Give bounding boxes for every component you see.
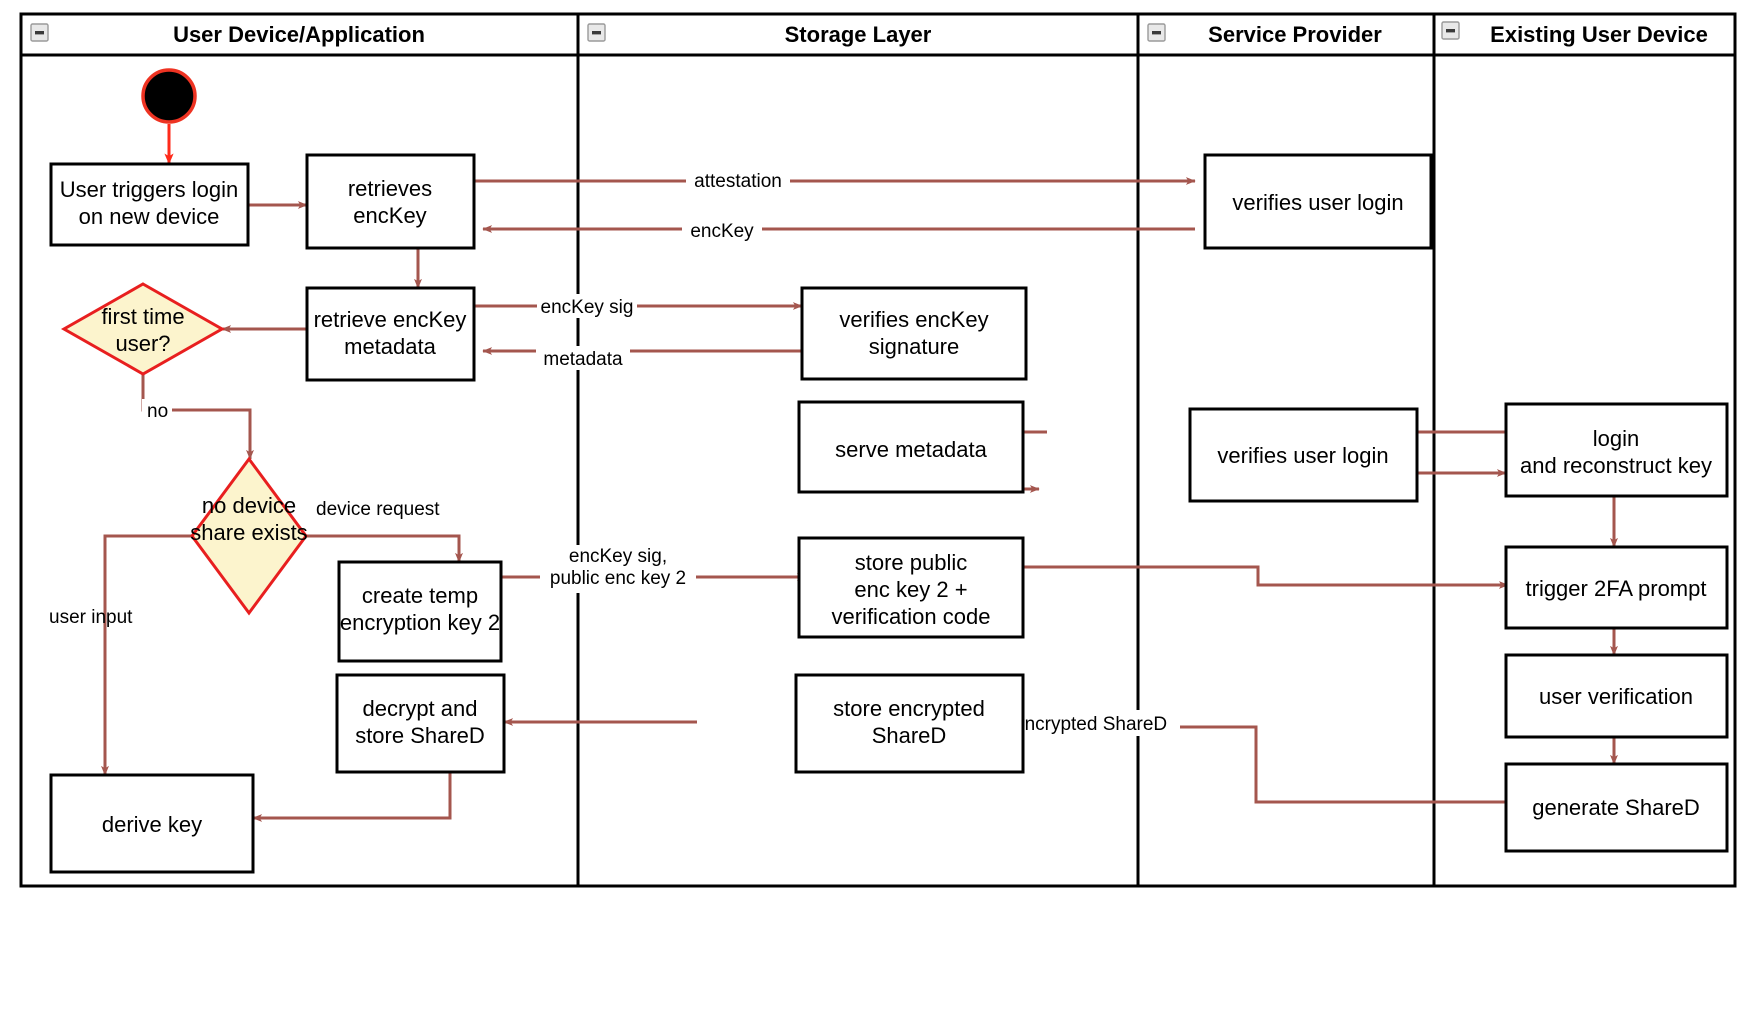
edge-store-to-2fa: [899, 565, 1509, 589]
edge-label-metadata: metadata: [543, 349, 623, 370]
node-label-line: derive key: [102, 812, 202, 837]
node-label-line: on new device: [79, 204, 220, 229]
node-verifies-enckey-signature[interactable]: verifies encKey signature: [800, 286, 1028, 381]
lane-header-service-provider[interactable]: Service Provider: [1147, 22, 1382, 47]
node-label-line: verifies user login: [1232, 190, 1403, 215]
node-label-line: User triggers login: [60, 177, 239, 202]
lane-header-user-device[interactable]: User Device/Application: [30, 22, 425, 47]
node-generate-shared[interactable]: generate ShareD: [1504, 762, 1729, 853]
node-label-line: metadata: [344, 334, 436, 359]
node-label-line: enc key 2 +: [854, 577, 967, 602]
node-label-line: and reconstruct key: [1520, 453, 1712, 478]
node-label-line: ShareD: [872, 723, 947, 748]
node-label-line: encKey: [353, 203, 426, 228]
node-login-and-reconstruct-key[interactable]: login and reconstruct key: [1504, 402, 1729, 498]
node-label-line: store encrypted: [833, 696, 985, 721]
node-trigger-2fa-prompt[interactable]: trigger 2FA prompt: [1504, 545, 1729, 630]
node-label-line: store ShareD: [355, 723, 485, 748]
node-label-line: serve metadata: [835, 437, 987, 462]
edge-label-enckey-sig-public-2: public enc key 2: [550, 568, 686, 589]
node-label-line: store public: [855, 550, 968, 575]
node-label-line: decrypt and: [363, 696, 478, 721]
node-store-public-enc-key-2[interactable]: store public enc key 2 + verification co…: [797, 536, 1025, 639]
node-label-line: no device: [202, 493, 296, 518]
edge-label-attestation: attestation: [694, 171, 782, 192]
node-user-verification[interactable]: user verification: [1504, 653, 1729, 739]
node-label-line: verifies encKey: [839, 307, 988, 332]
edge-label-enckey-sig-public-1: encKey sig,: [569, 546, 667, 567]
node-no-device-share-exists-decision[interactable]: no device share exists: [190, 456, 308, 616]
node-label-line: share exists: [190, 520, 307, 545]
edge-label-group: attestation encKey encKey sig metadata n…: [49, 168, 1180, 736]
collapse-icon[interactable]: [30, 23, 49, 42]
node-label-line: user?: [115, 331, 170, 356]
edge-no-branch: [141, 374, 254, 460]
node-first-time-user-decision[interactable]: first time user?: [60, 282, 226, 376]
node-verifies-user-login-2[interactable]: verifies user login: [1188, 407, 1419, 503]
collapse-icon[interactable]: [587, 23, 606, 42]
collapse-icon[interactable]: [1441, 21, 1460, 40]
edge-decrypt-to-derive: [252, 772, 452, 822]
edge-user-input: [101, 534, 192, 776]
node-label-line: verification code: [832, 604, 991, 629]
edge-label-enckey-sig: encKey sig: [541, 297, 634, 318]
node-decrypt-and-store-shared[interactable]: decrypt and store ShareD: [335, 673, 506, 774]
lane-header-existing-user-device[interactable]: Existing User Device: [1441, 21, 1708, 47]
node-initial-node[interactable]: [141, 68, 197, 124]
node-derive-key[interactable]: derive key: [49, 773, 255, 874]
edge-label-user-input: user input: [49, 607, 133, 628]
edge-label-device-request: device request: [316, 499, 440, 520]
node-label-line: trigger 2FA prompt: [1526, 576, 1707, 601]
node-verifies-user-login-1[interactable]: verifies user login: [1203, 153, 1433, 250]
collapse-icon[interactable]: [1147, 23, 1166, 42]
node-create-temp-encryption-key-2[interactable]: create temp encryption key 2: [337, 560, 503, 663]
node-serve-metadata[interactable]: serve metadata: [797, 400, 1025, 494]
node-label-line: first time: [101, 304, 184, 329]
lane-title-service-provider: Service Provider: [1208, 22, 1382, 47]
node-label-line: user verification: [1539, 684, 1693, 709]
node-retrieve-enckey-metadata[interactable]: retrieve encKey metadata: [305, 286, 476, 382]
node-label-line: signature: [869, 334, 960, 359]
node-label-line: generate ShareD: [1532, 795, 1700, 820]
lane-title-storage: Storage Layer: [785, 22, 932, 47]
edge-device-request: [306, 534, 463, 563]
lane-header-storage[interactable]: Storage Layer: [587, 22, 932, 47]
node-label-line: create temp: [362, 583, 478, 608]
node-label-line: verifies user login: [1217, 443, 1388, 468]
node-retrieves-enckey[interactable]: retrieves encKey: [305, 153, 476, 250]
node-label-line: retrieve encKey: [314, 307, 467, 332]
node-label-line: retrieves: [348, 176, 432, 201]
lane-title-user-device: User Device/Application: [173, 22, 425, 47]
node-label-line: login: [1593, 426, 1639, 451]
edge-label-enckey: encKey: [690, 221, 754, 242]
edge-label-no: no: [147, 401, 168, 422]
node-label-line: encryption key 2: [340, 610, 500, 635]
node-user-triggers-login[interactable]: User triggers login on new device: [49, 162, 250, 247]
edge-label-encrypted-shared: encrypted ShareD: [1014, 714, 1167, 735]
lane-title-existing-user-device: Existing User Device: [1490, 22, 1708, 47]
node-store-encrypted-shared[interactable]: store encrypted ShareD: [794, 673, 1025, 774]
